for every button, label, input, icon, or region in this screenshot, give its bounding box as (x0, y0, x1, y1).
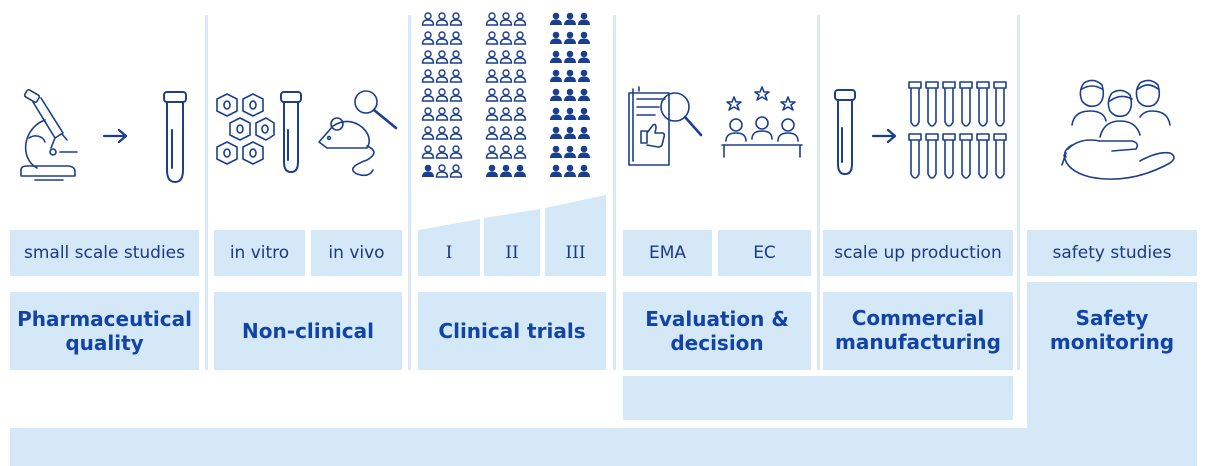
committee-stars-icon (721, 86, 803, 158)
sublabel-safety-studies: safety studies (1027, 230, 1197, 276)
microscope-icon (20, 88, 78, 181)
sublabel-phase-ii: II (505, 243, 519, 263)
sublabel-phase-iii: III (565, 243, 586, 263)
sublabel-ema: EMA (623, 230, 712, 276)
divider-4 (817, 15, 820, 370)
band-bottom (10, 428, 1197, 466)
sublabel-in-vivo: in vivo (311, 230, 402, 276)
divider-2 (408, 15, 411, 370)
divider-5 (1017, 15, 1020, 370)
divider-1 (205, 15, 208, 370)
sublabel-scale-up-production: scale up production (823, 230, 1013, 276)
arrow-right-icon (871, 128, 897, 144)
care-hand-people-icon (1061, 79, 1175, 180)
arrow-right-icon (102, 128, 128, 144)
people-grid-icon (421, 12, 590, 178)
test-tube-icon (834, 89, 856, 175)
stage-title-evaluation-decision: Evaluation &decision (623, 292, 811, 370)
sublabel-ec: EC (718, 230, 811, 276)
phase-ramp (418, 195, 606, 276)
sublabel-small-scale-studies: small scale studies (10, 230, 199, 276)
divider-3 (613, 15, 616, 370)
mouse-icon (318, 117, 375, 177)
stage-title-non-clinical: Non-clinical (214, 292, 402, 370)
band-middle (623, 376, 1013, 420)
test-tube-icon (163, 91, 187, 183)
sublabel-in-vitro: in vitro (214, 230, 305, 276)
stage-title-clinical-trials: Clinical trials (418, 292, 606, 370)
test-tubes-array-icon (908, 81, 1007, 179)
test-tube-icon (280, 91, 302, 173)
magnifier-icon (354, 90, 398, 130)
document-thumbs-up-icon (628, 86, 703, 166)
cells-icon (216, 93, 275, 165)
sublabel-phase-i: I (445, 243, 453, 263)
